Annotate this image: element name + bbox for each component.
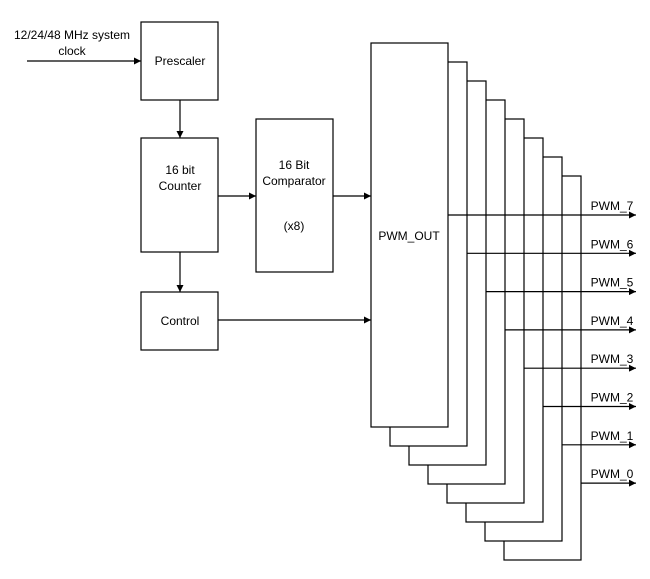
- pwm-output-label: PWM_2: [591, 391, 634, 405]
- clock-label-line1: 12/24/48 MHz system: [14, 28, 130, 42]
- comparator-block: [255, 118, 334, 273]
- counter-block: [140, 137, 219, 253]
- prescaler-label: Prescaler: [155, 54, 206, 68]
- pwm-output-label: PWM_7: [591, 199, 634, 213]
- clock-label-line2: clock: [58, 44, 86, 58]
- prescaler-block: [140, 21, 219, 101]
- pwm-out-label: PWM_OUT: [378, 229, 440, 243]
- comparator-label-line3: (x8): [284, 219, 305, 233]
- pwm-out-block: [370, 42, 449, 428]
- control-block: [140, 291, 219, 351]
- pwm-output-label: PWM_6: [591, 237, 634, 251]
- pwm-output-label: PWM_4: [591, 314, 634, 328]
- pwm-output-label: PWM_1: [591, 429, 634, 443]
- comparator-label-line1: 16 Bit: [279, 158, 310, 172]
- pwm-output-label: PWM_0: [591, 467, 634, 481]
- counter-label-line2: Counter: [159, 179, 202, 193]
- comparator-label-line2: Comparator: [262, 174, 325, 188]
- control-label: Control: [161, 314, 200, 328]
- pwm-output-label: PWM_3: [591, 352, 634, 366]
- counter-label-line1: 16 bit: [165, 163, 195, 177]
- pwm-output-label: PWM_5: [591, 276, 634, 290]
